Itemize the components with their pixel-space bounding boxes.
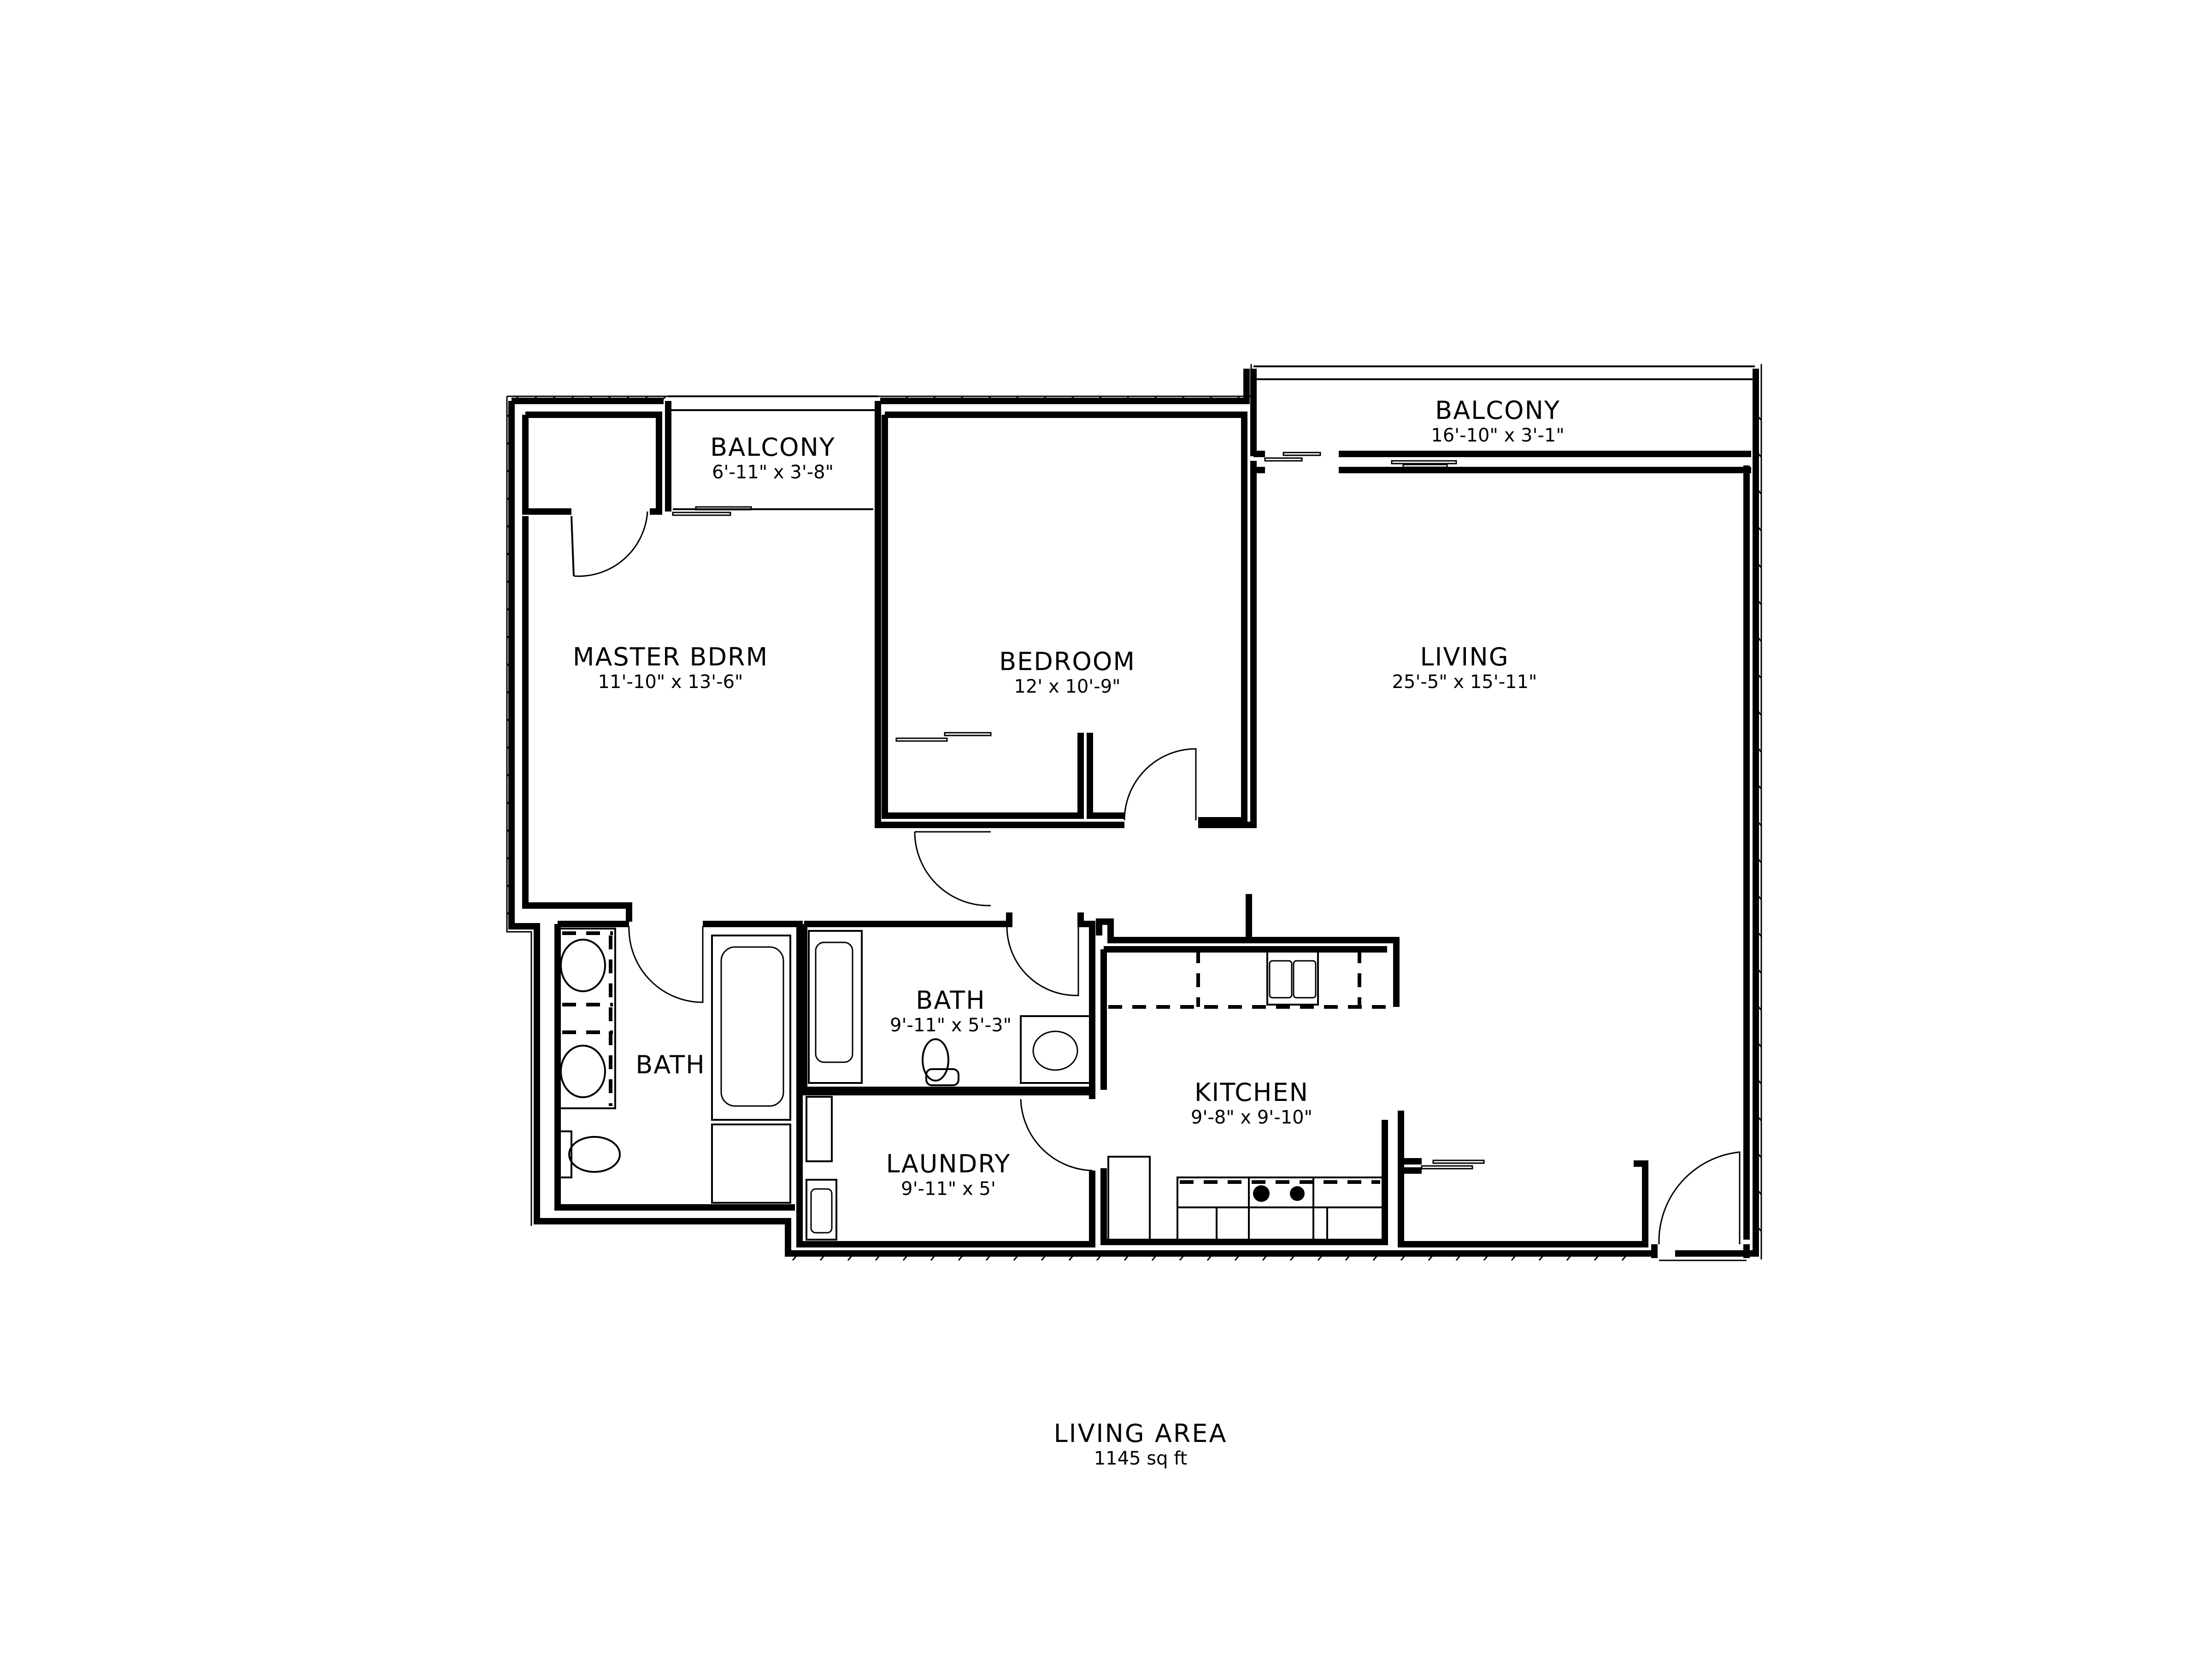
- entry-door-swing: [1658, 1151, 1741, 1245]
- room-name: BALCONY: [1435, 396, 1560, 425]
- living-area-summary: LIVING AREA 1145 sq ft: [1054, 1419, 1228, 1469]
- hall-bath: [703, 912, 1095, 1093]
- room-label-bath: BATH 9'-11" x 5'-3": [890, 986, 1012, 1036]
- room-label-laundry: LAUNDRY 9'-11" x 5': [886, 1149, 1011, 1200]
- kitchen: [1096, 894, 1400, 1245]
- room-name: LAUNDRY: [886, 1149, 1011, 1178]
- refrigerator-icon: [1107, 1156, 1151, 1243]
- bathtub-icon: [808, 930, 863, 1084]
- living-area-value: 1145 sq ft: [1094, 1448, 1188, 1470]
- toilet-icon: [922, 1038, 949, 1082]
- room-label-master-bath: BATH: [635, 1050, 706, 1079]
- toilet-icon: [559, 1130, 572, 1178]
- room-name: MASTER BDRM: [572, 642, 769, 671]
- room-label-kitchen: KITCHEN 9'-8" x 9'-10": [1191, 1078, 1312, 1128]
- exterior-walls: [506, 364, 1762, 1261]
- wall-hatching: [506, 395, 1762, 1261]
- laundry: [796, 1089, 1095, 1247]
- kitchen-sink-icon: [1266, 948, 1319, 1006]
- living-entry: [1398, 465, 1750, 1261]
- room-dimensions: 11'-10" x 13'-6": [598, 671, 743, 693]
- room-name: KITCHEN: [1194, 1078, 1309, 1107]
- room-name: LIVING: [1420, 642, 1509, 671]
- master-closet: [522, 412, 662, 922]
- room-label-living: LIVING 25'-5" x 15'-11": [1392, 642, 1537, 693]
- room-label-balcony-living: BALCONY 16'-10" x 3'-1": [1431, 396, 1564, 446]
- sink-icon: [560, 1045, 606, 1098]
- sink-icon: [560, 939, 606, 992]
- room-dimensions: 25'-5" x 15'-11": [1392, 671, 1537, 693]
- room-label-balcony-master: BALCONY 6'-11" x 3'-8": [710, 433, 835, 483]
- shower-icon: [711, 1124, 791, 1204]
- room-dimensions: 9'-8" x 9'-10": [1190, 1107, 1313, 1129]
- room-name: BATH: [916, 986, 986, 1015]
- room-dimensions: 12' x 10'-9": [1014, 676, 1121, 698]
- room-dimensions: 6'-11" x 3'-8": [712, 462, 834, 483]
- room-name: BATH: [635, 1050, 706, 1079]
- room-dimensions: 9'-11" x 5': [901, 1178, 996, 1200]
- balcony-master-outline: [665, 395, 881, 516]
- living-area-title: LIVING AREA: [1053, 1419, 1228, 1448]
- room-dimensions: 16'-10" x 3'-1": [1431, 425, 1565, 447]
- bathtub-icon: [711, 935, 791, 1121]
- bedroom-walls: [875, 412, 1257, 906]
- sink-icon: [1020, 1015, 1091, 1084]
- room-name: BALCONY: [710, 433, 835, 462]
- washer-icon: [806, 1096, 833, 1162]
- stove-burner-icon: [1253, 1185, 1270, 1202]
- room-label-bedroom: BEDROOM 12' x 10'-9": [999, 647, 1135, 697]
- room-name: BEDROOM: [999, 647, 1135, 676]
- dryer-icon: [806, 1179, 837, 1241]
- stove-burner-icon: [1290, 1186, 1305, 1201]
- room-label-master-bedroom: MASTER BDRM 11'-10" x 13'-6": [572, 642, 769, 693]
- room-dimensions: 9'-11" x 5'-3": [889, 1015, 1012, 1036]
